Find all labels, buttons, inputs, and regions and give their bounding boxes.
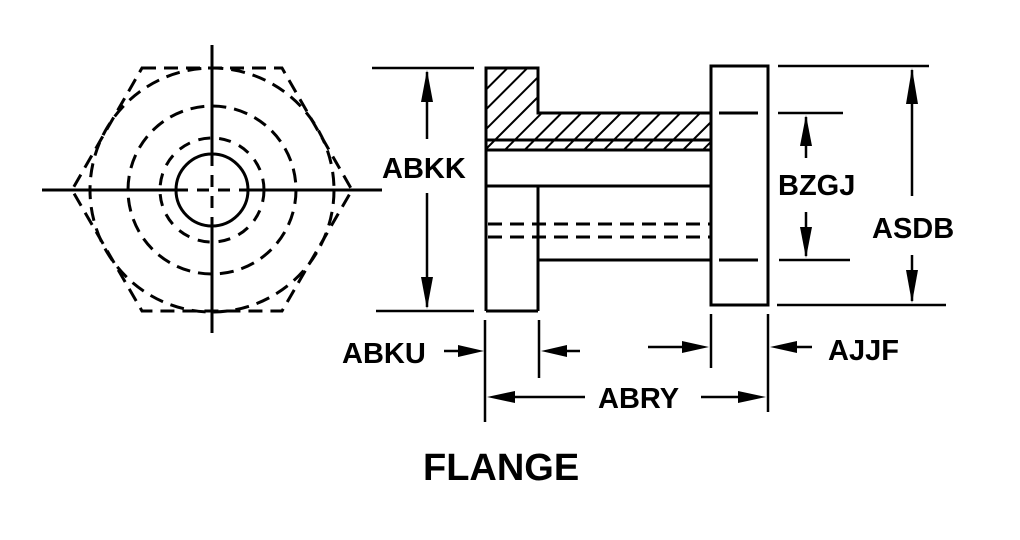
dimension-asdb: ASDB bbox=[777, 64, 954, 307]
arrow-down-icon bbox=[421, 277, 433, 309]
arrow-right-icon bbox=[458, 345, 484, 357]
arrow-up-icon bbox=[421, 70, 433, 102]
section-hatch bbox=[484, 66, 713, 152]
dim-label-abku: ABKU bbox=[342, 338, 426, 370]
hexagon-outline bbox=[70, 66, 354, 313]
dim-label-ajjf: AJJF bbox=[828, 335, 899, 367]
dim-label-asdb: ASDB bbox=[872, 213, 954, 245]
arrow-up-icon bbox=[906, 68, 918, 104]
arrow-left-icon bbox=[487, 391, 515, 403]
drawing-title: FLANGE bbox=[423, 447, 579, 489]
arrow-down-icon bbox=[906, 270, 918, 303]
dimension-ajjf: AJJF bbox=[648, 335, 899, 367]
dimension-abkk: ABKK bbox=[372, 66, 474, 313]
arrow-right-icon bbox=[682, 341, 709, 353]
arrow-down-icon bbox=[800, 227, 812, 258]
dimension-bzgj: BZGJ bbox=[778, 111, 855, 262]
dim-label-bzgj: BZGJ bbox=[778, 170, 855, 202]
arrow-up-icon bbox=[800, 115, 812, 146]
dim-label-abkk: ABKK bbox=[382, 153, 466, 185]
dimension-abku: ABKU bbox=[342, 338, 580, 370]
side-section-view bbox=[484, 64, 770, 313]
extension-lines bbox=[483, 314, 770, 422]
dim-label-abry: ABRY bbox=[598, 383, 679, 415]
arrow-left-icon bbox=[770, 341, 797, 353]
end-view bbox=[42, 45, 382, 333]
arrow-right-icon bbox=[738, 391, 766, 403]
dimension-abry: ABRY bbox=[487, 383, 766, 415]
arrow-left-icon bbox=[541, 345, 567, 357]
right-flange bbox=[709, 64, 770, 307]
